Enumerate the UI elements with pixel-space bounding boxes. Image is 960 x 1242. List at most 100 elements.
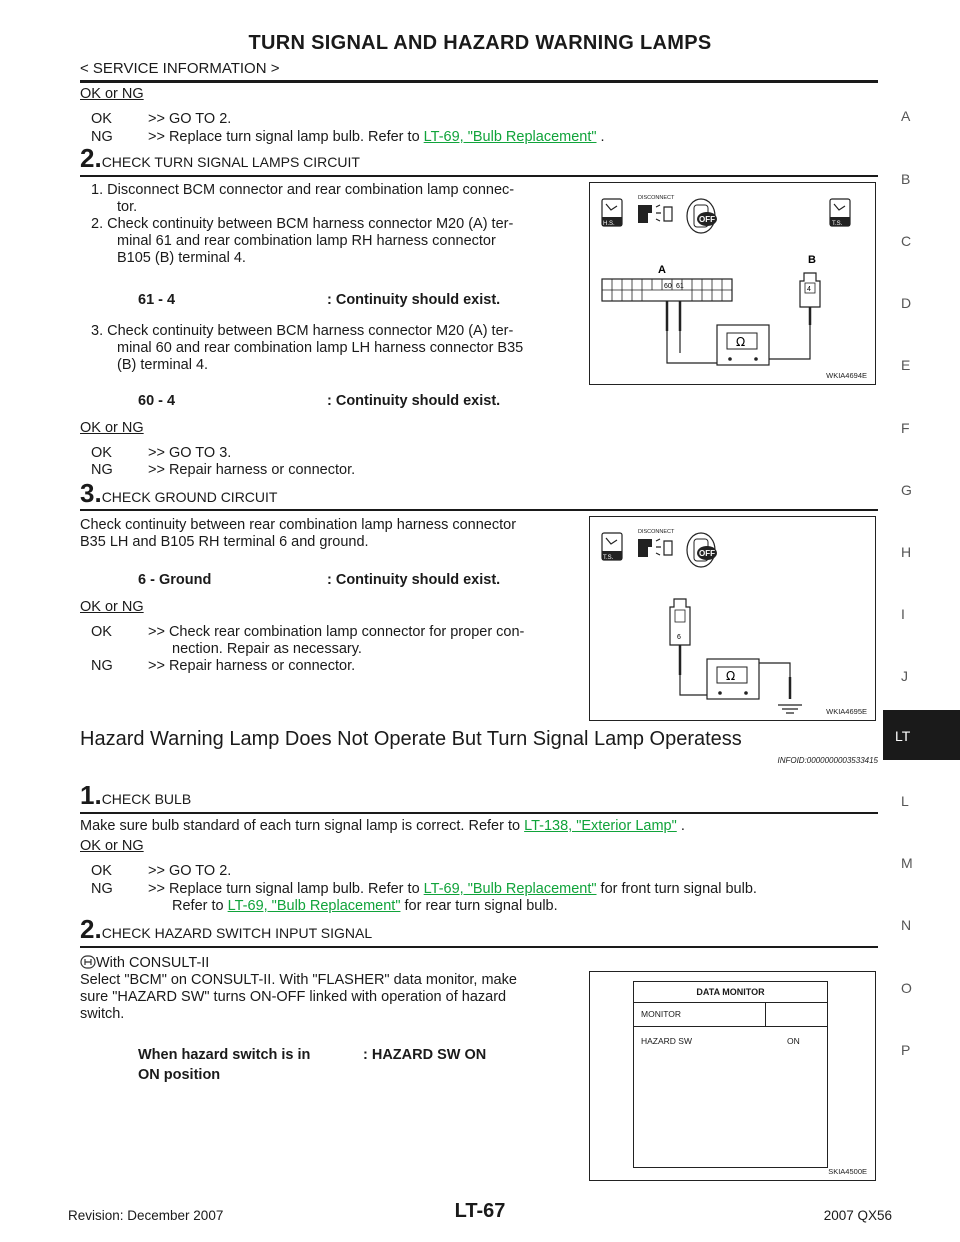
- disconnect-label: DISCONNECT: [638, 529, 675, 535]
- ok-label: OK: [91, 624, 112, 640]
- step-heading: 3.CHECK GROUND CIRCUIT: [80, 478, 277, 509]
- step-number: 1.: [80, 780, 102, 810]
- instruction-2a: 2. Check continuity between BCM harness …: [91, 216, 514, 232]
- ohmmeter: [706, 658, 760, 700]
- instruction-text-a: Select "BCM" on CONSULT-II. With "FLASHE…: [80, 972, 517, 988]
- step-title: CHECK HAZARD SWITCH INPUT SIGNAL: [101, 925, 373, 941]
- disconnect-label: DISCONNECT: [638, 195, 675, 201]
- side-index-e[interactable]: E: [901, 357, 911, 373]
- ng-text-line2: Refer to LT-69, "Bulb Replacement" for r…: [172, 898, 558, 915]
- section-subtitle: < SERVICE INFORMATION >: [80, 60, 280, 77]
- side-index-p[interactable]: P: [901, 1042, 911, 1058]
- step-number: 2.: [80, 914, 102, 944]
- page-title: TURN SIGNAL AND HAZARD WARNING LAMPS: [248, 32, 712, 54]
- consult-text: With CONSULT-II: [96, 955, 210, 971]
- side-index-i[interactable]: I: [901, 606, 905, 622]
- instruction-text-a: Check continuity between rear combinatio…: [80, 517, 517, 533]
- ng-text-rear: for rear turn signal bulb.: [404, 898, 558, 914]
- instruction-1b: tor.: [117, 199, 138, 215]
- bulb-replacement-link-rear[interactable]: LT-69, "Bulb Replacement": [227, 898, 401, 914]
- side-index-h[interactable]: H: [901, 544, 912, 560]
- column-divider: [765, 1002, 766, 1026]
- instruction-3a: 3. Check continuity between BCM harness …: [91, 323, 514, 339]
- bulb-replacement-link[interactable]: LT-69, "Bulb Replacement": [423, 129, 597, 145]
- instruction-2c: B105 (B) terminal 4.: [117, 250, 246, 266]
- ohm-symbol: Ω: [726, 669, 735, 683]
- step-rule: [80, 509, 878, 511]
- ok-label: OK: [91, 111, 112, 127]
- connector-b-label: B: [808, 254, 816, 266]
- connector-b: [769, 272, 821, 360]
- step-rule: [80, 175, 878, 177]
- ng-label: NG: [91, 881, 113, 897]
- side-index-n[interactable]: N: [901, 917, 912, 933]
- side-index-lt-active[interactable]: LT: [883, 710, 960, 760]
- ng-label: NG: [91, 129, 113, 145]
- step-number: 2.: [80, 143, 102, 173]
- revision-date: Revision: December 2007: [68, 1208, 224, 1223]
- instruction-1a: 1. Disconnect BCM connector and rear com…: [91, 182, 515, 198]
- ok-label: OK: [91, 863, 112, 879]
- monitor-screen: DATA MONITOR MONITOR HAZARD SW ON: [633, 981, 828, 1168]
- ng-text-front: for front turn signal bulb.: [600, 881, 757, 897]
- ground-probe: [759, 662, 802, 714]
- bulb-replacement-link-front[interactable]: LT-69, "Bulb Replacement": [423, 881, 597, 897]
- exterior-lamp-link[interactable]: LT-138, "Exterior Lamp": [524, 818, 677, 834]
- off-label: OFF: [699, 549, 715, 558]
- figure-code: SKIA4500E: [828, 1167, 867, 1176]
- ohmmeter: [716, 324, 770, 366]
- instruction-3b: minal 60 and rear combination lamp LH ha…: [117, 340, 524, 356]
- connector-a: [601, 278, 733, 302]
- spec-terms: 6 - Ground: [138, 572, 212, 588]
- ignition-off-icon: [686, 198, 717, 234]
- result-label: OK or NG: [80, 420, 144, 436]
- ground-circuit-diagram: T.S. DISCONNECT OFF 6 Ω: [601, 529, 802, 714]
- off-label: OFF: [699, 215, 715, 224]
- instruction-text-b: B35 LH and B105 RH terminal 6 and ground…: [80, 534, 369, 550]
- info-id: INFOID:0000000003533415: [777, 756, 878, 765]
- ts-icon-label: T.S.: [832, 221, 843, 227]
- consult-icon: [80, 955, 96, 969]
- hs-icon: [601, 198, 623, 227]
- disconnect-icon: [638, 204, 673, 223]
- side-index-c[interactable]: C: [901, 233, 912, 249]
- monitor-value: ON: [787, 1036, 800, 1046]
- ok-text: >> GO TO 3.: [148, 445, 232, 461]
- side-index-o[interactable]: O: [901, 980, 912, 996]
- instruction-text-c: switch.: [80, 1006, 125, 1022]
- figure-code: WKIA4695E: [826, 707, 867, 716]
- side-index-j[interactable]: J: [901, 668, 908, 684]
- ng-text-body: >> Replace turn signal lamp bulb. Refer …: [148, 881, 420, 897]
- result-label: OK or NG: [80, 599, 144, 615]
- page-number: LT-67: [454, 1200, 506, 1222]
- instruction-tail: .: [680, 818, 685, 834]
- pin-61-label: 61: [676, 283, 684, 290]
- condition-a: When hazard switch is in: [138, 1047, 311, 1063]
- side-index-a[interactable]: A: [901, 108, 911, 124]
- result-label: OK or NG: [80, 838, 144, 854]
- side-index-m[interactable]: M: [901, 855, 913, 871]
- ng-text: >> Repair harness or connector.: [148, 462, 356, 478]
- ng-label: NG: [91, 658, 113, 674]
- side-index-g[interactable]: G: [901, 482, 912, 498]
- section-heading: Hazard Warning Lamp Does Not Operate But…: [80, 728, 742, 750]
- consult-line: With CONSULT-II: [80, 955, 209, 972]
- step-title: CHECK BULB: [101, 791, 192, 807]
- connector-a-label: A: [658, 264, 666, 276]
- ohm-symbol: Ω: [736, 335, 745, 349]
- ng-text: >> Repair harness or connector.: [148, 658, 356, 674]
- pin-6-label: 6: [677, 634, 681, 641]
- ok-text-a: >> Check rear combination lamp connector…: [148, 624, 525, 640]
- side-index-f[interactable]: F: [901, 420, 910, 436]
- side-index-l[interactable]: L: [901, 793, 909, 809]
- step-rule: [80, 946, 878, 948]
- monitor-header-row: MONITOR: [634, 1002, 827, 1027]
- side-index-d[interactable]: D: [901, 295, 912, 311]
- instruction-text-b: sure "HAZARD SW" turns ON-OFF linked wit…: [80, 989, 507, 1005]
- ground-figure: T.S. DISCONNECT OFF 6 Ω: [589, 516, 876, 721]
- ng-text-body: >> Replace turn signal lamp bulb. Refer …: [148, 129, 420, 145]
- side-index-b[interactable]: B: [901, 171, 911, 187]
- wiring-figure: H.S. DISCONNECT OFF T.S. A 60 61: [589, 182, 876, 385]
- step-heading: 2.CHECK HAZARD SWITCH INPUT SIGNAL: [80, 914, 372, 945]
- instruction-3c: (B) terminal 4.: [117, 357, 209, 373]
